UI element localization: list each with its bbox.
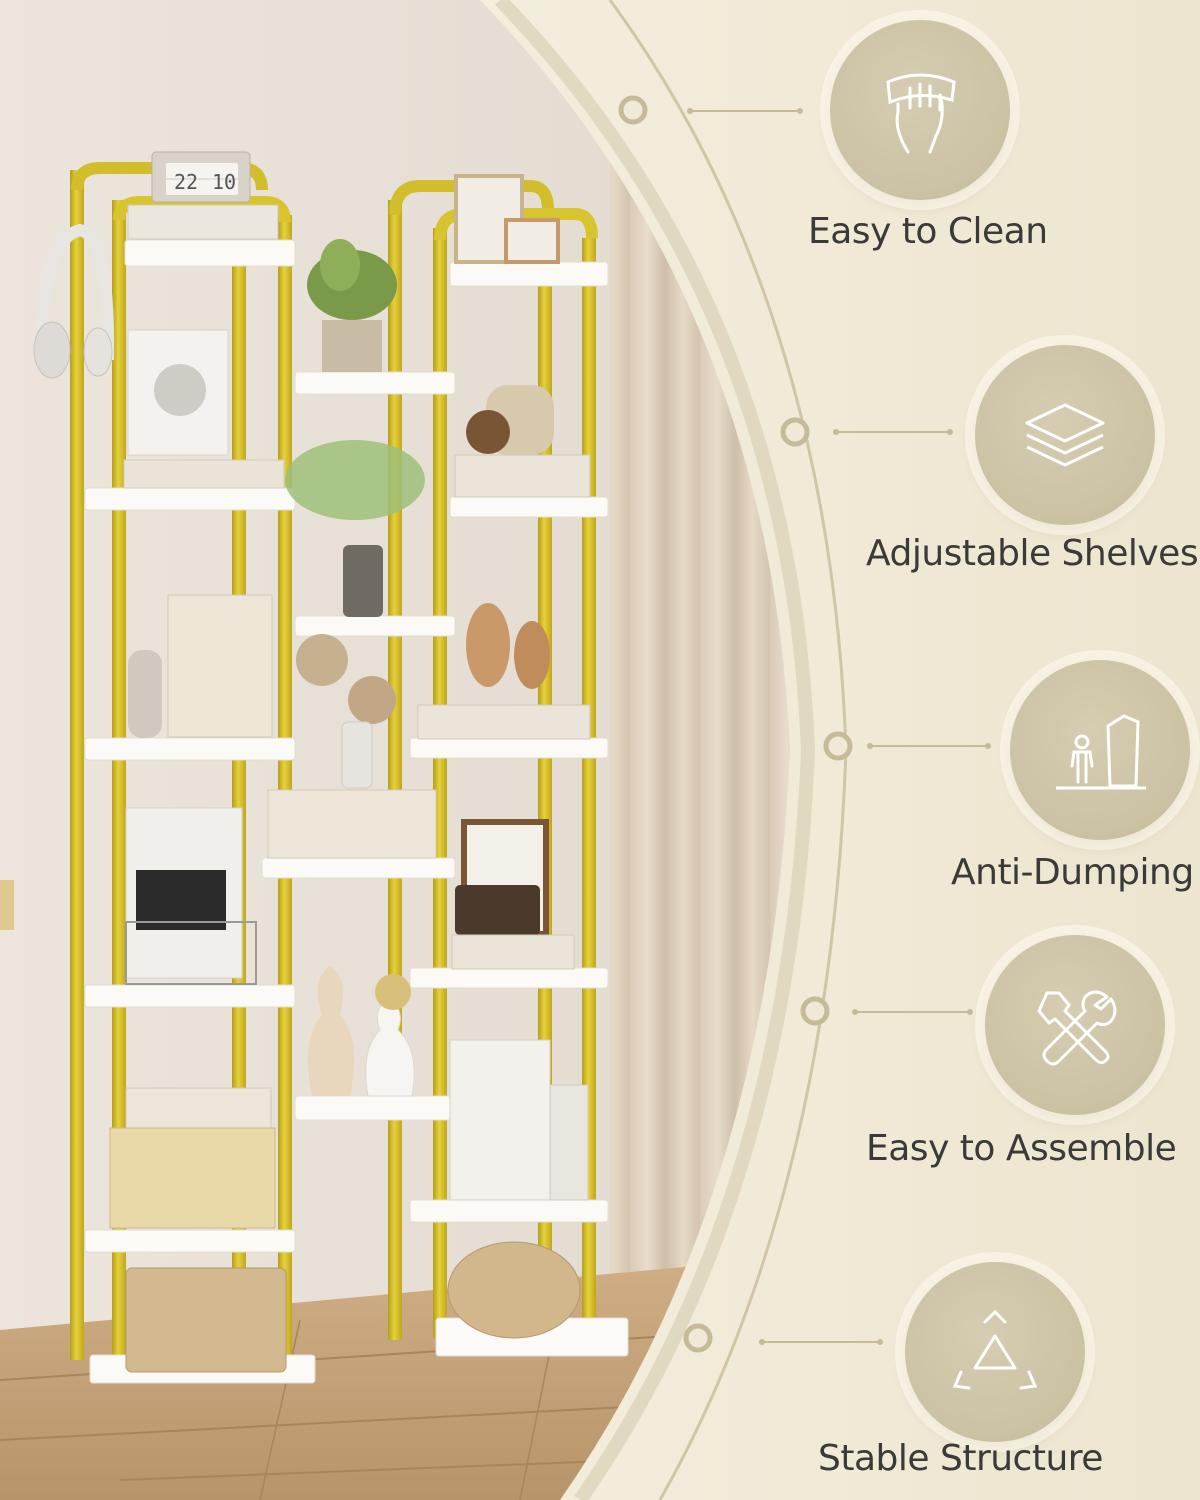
clock-hours: 22	[174, 170, 198, 194]
photo-frame-small	[504, 218, 560, 264]
books-right-3	[451, 934, 575, 970]
vintage-radio	[455, 885, 540, 935]
feature-icon-circle-3	[1010, 660, 1190, 840]
headphones	[33, 223, 115, 379]
storage-box	[109, 1127, 276, 1229]
feature-icon-circle-5	[905, 1262, 1085, 1442]
feature-label-2: Adjustable Shelves	[866, 533, 1199, 574]
woven-basket-right	[447, 1241, 581, 1339]
feature-icon-circle-1	[830, 20, 1010, 200]
connector-1	[618, 95, 803, 125]
panel-arc-outer	[494, 0, 816, 1500]
books-middle	[267, 789, 437, 859]
connector-4	[800, 996, 973, 1026]
dried-flowers	[296, 634, 396, 789]
wall-fixture	[0, 880, 14, 930]
connector-2	[780, 417, 953, 447]
books-right-4	[449, 1039, 551, 1201]
ceramic-vases	[307, 966, 415, 1097]
feature-label-5: Stable Structure	[818, 1438, 1103, 1479]
wire-basket	[125, 921, 257, 985]
potted-plant	[307, 239, 397, 372]
clock-minutes: 10	[212, 170, 236, 194]
wrench-screwdriver-icon	[1037, 990, 1117, 1066]
connector-5	[683, 1323, 883, 1353]
feature-icon-circle-2	[975, 345, 1155, 525]
feature-label-1: Easy to Clean	[808, 211, 1048, 252]
stacked-layers-icon	[1025, 403, 1105, 467]
flip-clock	[151, 151, 251, 203]
books-left-3	[125, 1087, 272, 1131]
connector-3	[823, 731, 991, 761]
books-left-2	[167, 594, 273, 738]
pinecone	[466, 410, 510, 454]
magazines	[549, 1084, 589, 1201]
person-cabinet-icon	[1056, 714, 1146, 790]
vase-left	[128, 650, 162, 738]
plant-vase	[285, 440, 425, 617]
woven-basket-left	[125, 1267, 287, 1373]
books-right-2	[417, 704, 591, 740]
feature-label-4: Easy to Assemble	[866, 1128, 1177, 1169]
triangle-arrows-icon	[952, 1309, 1038, 1390]
wooden-birds	[466, 603, 550, 689]
books-right-1	[454, 454, 591, 498]
feature-label-3: Anti-Dumping	[951, 852, 1194, 893]
hand-wiping-icon	[886, 73, 956, 154]
book-stack-top	[127, 204, 279, 240]
feature-icon-circle-4	[985, 935, 1165, 1115]
books-left-1	[123, 459, 285, 489]
